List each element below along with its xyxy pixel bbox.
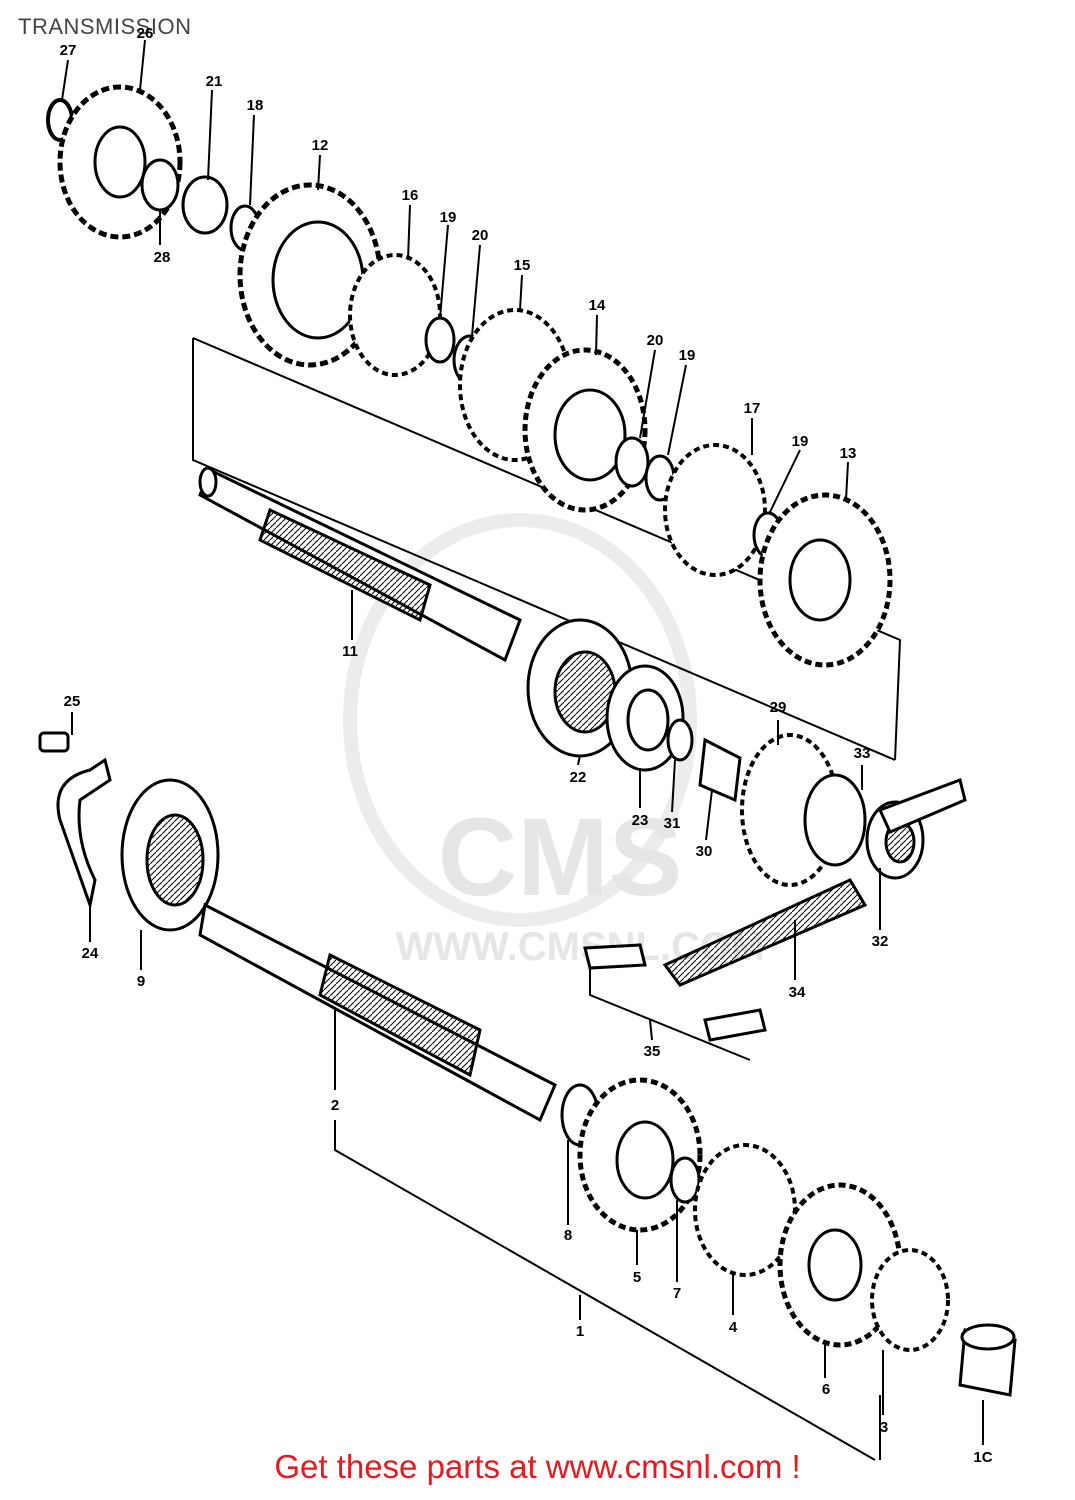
leader-lines (61, 39, 984, 1445)
part-label-1: 1 (576, 1323, 584, 1340)
sprocket-assembly (526, 618, 925, 887)
part-label-19b: 19 (679, 347, 696, 364)
parts-link[interactable]: Get these parts at www.cmsnl.com ! (274, 1448, 801, 1485)
drive-chain (583, 778, 967, 1042)
part-label-5: 5 (633, 1269, 641, 1286)
part-number-labels: 27 26 21 18 28 12 16 19 20 15 14 20 19 1… (60, 25, 993, 1466)
part-label-12: 12 (312, 137, 329, 154)
part-label-19c: 19 (792, 433, 809, 450)
part-label-26: 26 (137, 25, 154, 42)
part-label-13: 13 (840, 445, 857, 462)
part-label-1c: 1C (973, 1449, 992, 1466)
part-label-20b: 20 (647, 332, 664, 349)
part-label-21: 21 (206, 73, 223, 90)
part-label-17: 17 (744, 400, 761, 417)
countershaft (198, 466, 522, 663)
part-label-11: 11 (342, 643, 358, 660)
part-label-14: 14 (589, 297, 606, 314)
part-label-25: 25 (64, 693, 81, 710)
bearing-retainer-group (38, 731, 220, 932)
watermark-logo: CMS (438, 796, 682, 919)
part-label-23: 23 (632, 812, 649, 829)
part-label-8: 8 (564, 1227, 572, 1244)
countershaft-group (46, 84, 893, 668)
part-label-28: 28 (154, 249, 171, 266)
part-label-34: 34 (789, 984, 806, 1001)
part-label-15: 15 (514, 257, 531, 274)
main-shaft-gears (577, 1077, 1017, 1397)
part-label-30: 30 (696, 843, 713, 860)
part-label-19: 19 (440, 209, 457, 226)
part-label-16: 16 (402, 187, 419, 204)
part-label-18: 18 (247, 97, 264, 114)
part-label-7: 7 (673, 1285, 681, 1302)
part-label-35: 35 (644, 1043, 661, 1060)
diagram-title: TRANSMISSION (18, 14, 192, 39)
part-label-32: 32 (872, 933, 889, 950)
part-label-9: 9 (137, 973, 145, 990)
part-label-31: 31 (664, 815, 681, 832)
part-label-24: 24 (82, 945, 99, 962)
part-label-29: 29 (770, 699, 787, 716)
part-label-20: 20 (472, 227, 489, 244)
part-label-27: 27 (60, 42, 77, 59)
part-label-33: 33 (854, 745, 871, 762)
part-label-3: 3 (880, 1419, 888, 1436)
part-label-22: 22 (570, 769, 587, 786)
main-shaft (198, 902, 600, 1147)
part-label-6: 6 (822, 1381, 830, 1398)
part-label-4: 4 (729, 1319, 738, 1336)
assembly-brackets (192, 337, 902, 1461)
part-label-2: 2 (331, 1097, 339, 1114)
